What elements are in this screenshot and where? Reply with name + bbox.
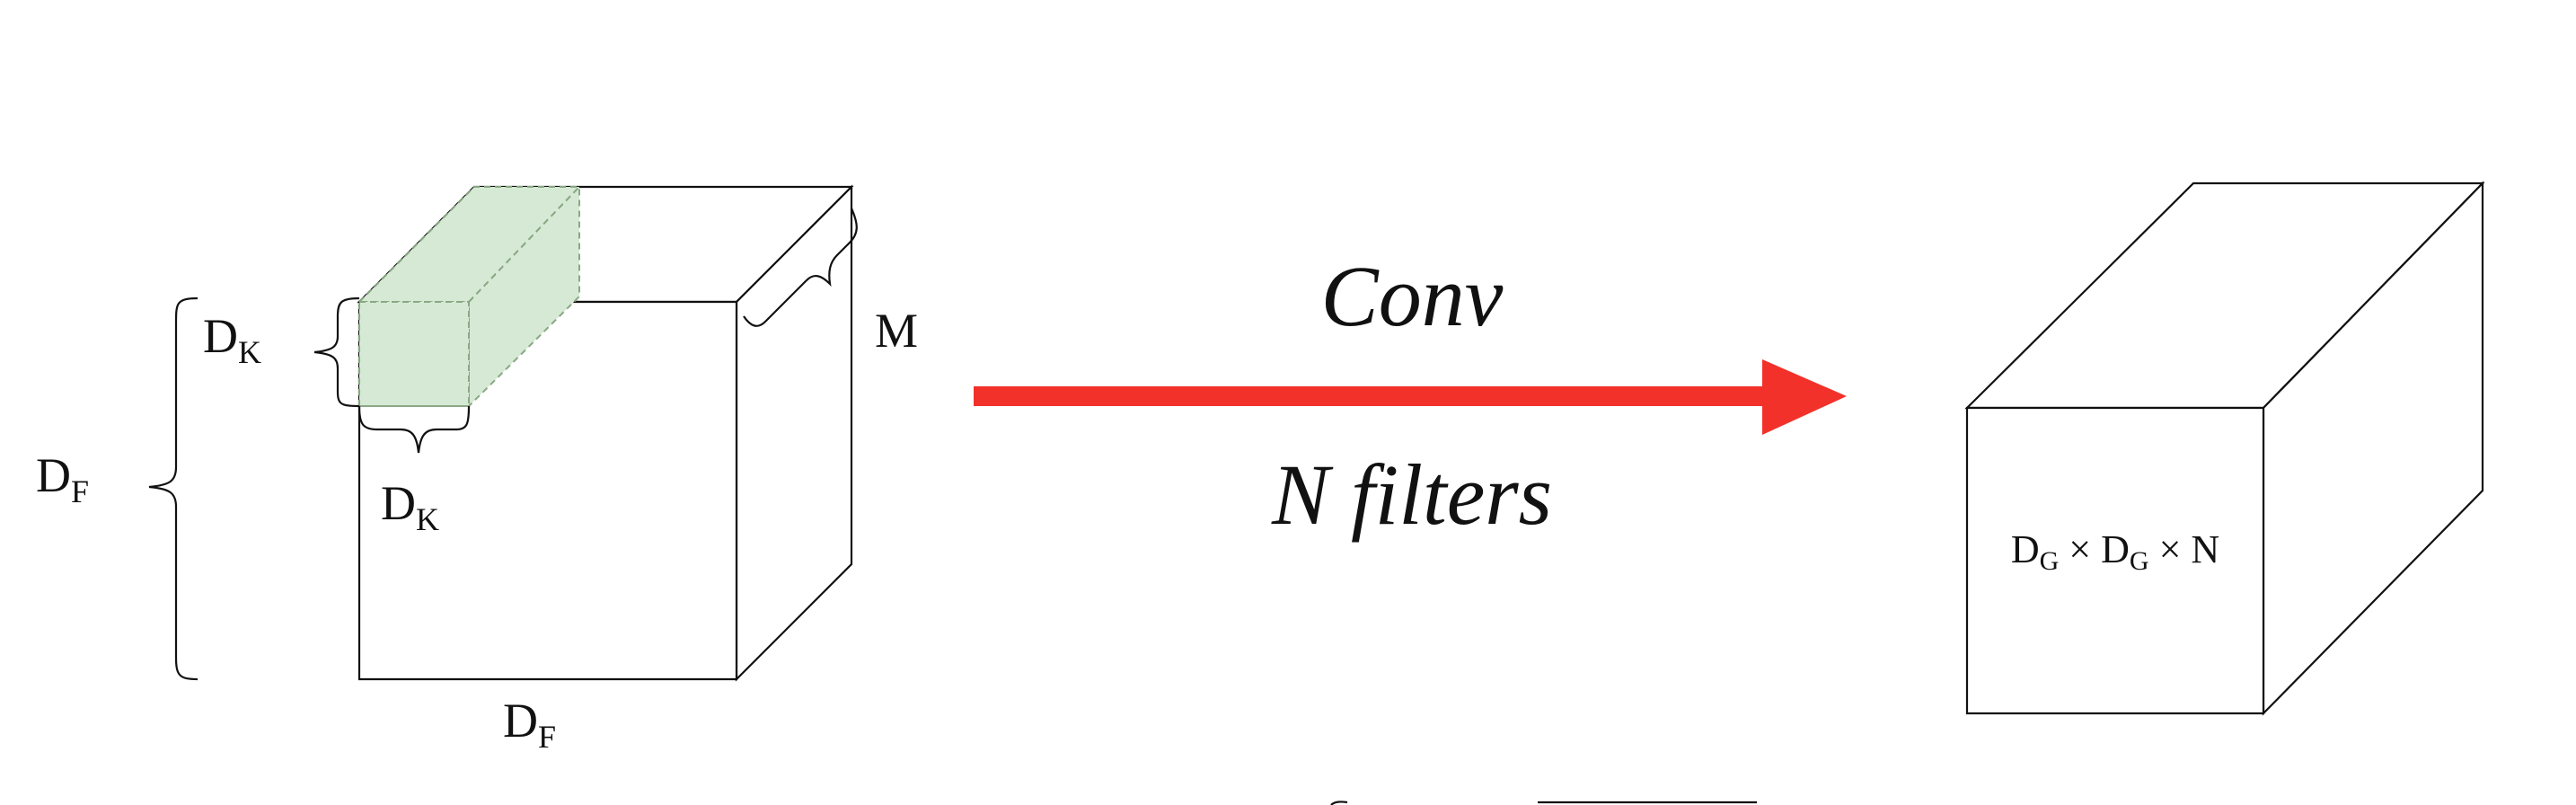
cropped-fragment-left: [1330, 801, 1348, 805]
conv-arrow: [974, 359, 1847, 435]
conv-label: Conv: [1321, 248, 1504, 344]
output-cube: [1964, 181, 2485, 716]
kernel-width-label: DK: [381, 476, 439, 537]
arrow-shaft: [974, 386, 1773, 406]
input-depth-label: M: [875, 304, 918, 358]
kernel-block: [357, 184, 582, 409]
input-width-label: DF: [503, 694, 556, 755]
kernel-height-brace: [313, 296, 360, 408]
arrow-head: [1762, 359, 1847, 435]
input-height-label: DF: [36, 448, 89, 509]
depth-brace: [743, 208, 858, 327]
input-height-brace: [148, 296, 198, 681]
kernel-side-face: [468, 184, 580, 409]
kernel-front-face: [358, 301, 470, 407]
output-dimensions-label: DG × DG × N: [2011, 527, 2219, 576]
kernel-height-label: DK: [203, 309, 261, 370]
output-cube-front-face: [1965, 406, 2265, 715]
kernel-width-brace: [357, 405, 471, 454]
filters-label: N filters: [1271, 447, 1552, 543]
